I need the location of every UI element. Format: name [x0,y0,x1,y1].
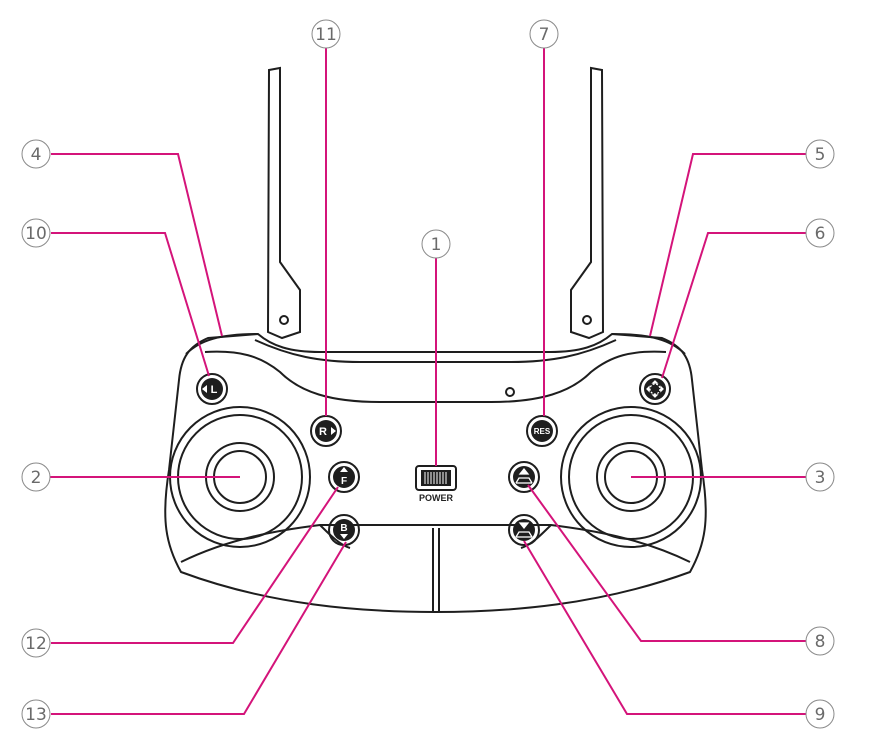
callout-8: 8 [805,626,835,656]
callout-number-8: 8 [815,632,826,652]
arrow-down-icon [340,534,348,539]
callout-line-4 [51,153,223,337]
right-antenna [570,66,605,340]
callout-line-10 [51,232,210,377]
callout-number-4: 4 [31,145,42,165]
takeoff-button[interactable] [508,461,540,493]
turn-right-label: R [319,426,327,438]
callout-number-7: 7 [539,25,550,45]
callout-line-5 [649,153,806,337]
callout-number-11: 11 [315,25,337,45]
callout-9: 9 [805,699,835,729]
reset-label: RES [534,427,551,436]
callout-lines [50,48,806,715]
power-label: POWER [419,493,454,503]
arrow-right-icon [331,427,336,435]
turn-left-button[interactable]: L [196,373,228,405]
callout-12: 12 [21,628,51,658]
forward-button[interactable]: F [328,461,360,493]
callout-number-9: 9 [815,705,826,725]
callout-line-13 [51,541,347,715]
callout-number-10: 10 [25,224,47,244]
callout-4: 4 [21,139,51,169]
turn-right-button[interactable]: R [310,415,342,447]
callout-badges: 1 2 3 4 5 6 7 8 [21,19,835,729]
callout-number-13: 13 [25,705,47,725]
callout-5: 5 [805,139,835,169]
callout-number-1: 1 [431,235,442,255]
callout-13: 13 [21,699,51,729]
left-antenna [266,66,301,340]
callout-number-3: 3 [815,468,826,488]
callout-7: 7 [529,19,559,49]
backward-button[interactable]: B [328,514,360,546]
callout-2: 2 [21,462,51,492]
callout-3: 3 [805,462,835,492]
takeoff-icon [515,467,533,484]
arrow-up-icon [340,467,348,472]
power-switch[interactable]: POWER [415,465,457,503]
callout-line-9 [523,540,806,715]
turn-left-label: L [211,384,218,396]
callout-10: 10 [21,218,51,248]
backward-label: B [340,523,347,534]
callout-11: 11 [311,19,341,49]
callout-number-5: 5 [815,145,826,165]
callout-number-12: 12 [25,634,47,654]
callout-line-12 [51,486,339,644]
callout-number-6: 6 [815,224,826,244]
crosshair-icon [646,380,664,398]
callout-line-6 [661,232,806,379]
callout-6: 6 [805,218,835,248]
forward-label: F [341,476,347,487]
reset-button[interactable]: RES [526,415,558,447]
arrow-left-icon [202,385,207,393]
landing-button[interactable] [508,514,540,546]
callout-line-8 [527,484,806,642]
headless-button[interactable] [639,373,671,405]
callout-1: 1 [421,229,451,259]
landing-icon [515,522,533,538]
callout-number-2: 2 [31,468,42,488]
